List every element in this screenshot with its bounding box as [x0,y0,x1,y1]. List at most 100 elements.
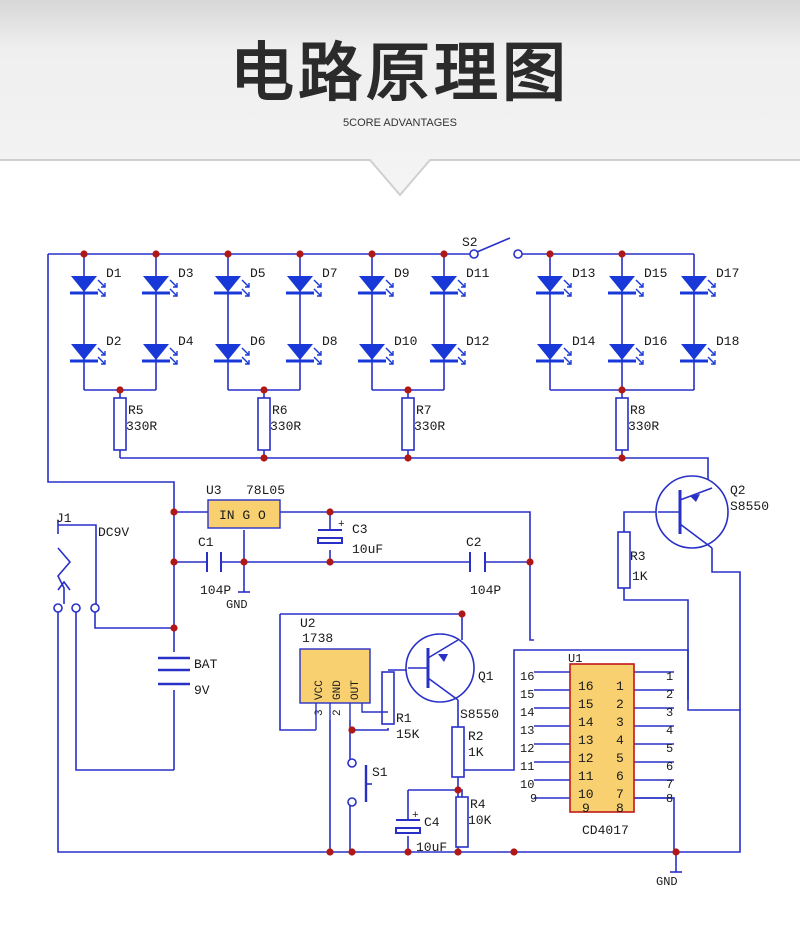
led-d1 [68,274,107,298]
label-j1: J1 [56,511,72,526]
label-r3: R3 [630,549,646,564]
led-labels: D1 D2 D3 D4 D5 D6 D7 D8 D9 D10 D11 D12 D… [106,266,739,349]
label-9v: 9V [194,683,210,698]
part-q1: S8550 [460,707,499,722]
gnd-labels: GND GND [226,598,678,889]
svg-text:16: 16 [578,679,594,694]
label-78l05: 78L05 [246,483,285,498]
led-d14 [534,342,573,366]
value-c2: 104P [470,583,501,598]
label-r4: R4 [470,797,486,812]
svg-text:16: 16 [520,670,534,684]
led-d15 [606,274,645,298]
resistor-r4 [455,796,469,848]
label-c3: C3 [352,522,368,537]
svg-text:6: 6 [616,769,624,784]
svg-text:3: 3 [616,715,624,730]
label-u3: U3 [206,483,222,498]
svg-text:3: 3 [666,706,673,720]
junction-nodes [80,250,680,856]
svg-text:5: 5 [666,742,673,756]
value-r5: 330R [126,419,157,434]
label-c1: C1 [198,535,214,550]
label-d12: D12 [466,334,489,349]
value-r1: 15K [396,727,420,742]
led-d12 [428,342,467,366]
ir-sensor-u2: U2 1738 VCC GND OUT 3 2 [299,616,388,730]
led-row-lower [68,342,717,366]
label-r8: R8 [630,403,646,418]
label-s1: S1 [372,765,388,780]
svg-text:7: 7 [666,778,673,792]
svg-text:11: 11 [520,760,534,774]
dc-jack-j1: J1 DC9V [53,511,129,613]
label-d14: D14 [572,334,596,349]
label-r5: R5 [128,403,144,418]
resistor-r3 [617,531,631,589]
svg-text:6: 6 [666,760,673,774]
led-d3 [140,274,179,298]
led-d9 [356,274,395,298]
leg-2: 2 [332,709,344,716]
svg-text:1: 1 [616,679,624,694]
transistor-q2: Q2 S8550 [655,475,769,549]
label-r2: R2 [468,729,484,744]
label-dc9v: DC9V [98,525,129,540]
led-d13 [534,274,573,298]
resistor-bodies [113,397,631,848]
resistor-r1 [381,671,395,725]
pin-out: OUT [350,680,362,700]
svg-text:9: 9 [530,792,537,806]
label-d18: D18 [716,334,739,349]
label-d13: D13 [572,266,595,281]
svg-text:4: 4 [666,724,673,738]
label-u1: U1 [568,652,582,666]
svg-text:9: 9 [582,801,590,816]
label-d8: D8 [322,334,338,349]
resistor-r7 [401,397,415,451]
page-subtitle: 5CORE ADVANTAGES [343,117,457,129]
value-c1: 104P [200,583,231,598]
led-d10 [356,342,395,366]
value-c4: 10uF [416,840,447,855]
resistor-r8 [615,397,629,451]
svg-text:11: 11 [578,769,594,784]
svg-text:10: 10 [520,778,534,792]
switch-s2: S2 [462,235,523,259]
led-d17 [678,274,717,298]
label-d7: D7 [322,266,338,281]
label-d11: D11 [466,266,490,281]
label-gnd-bottom: GND [656,875,678,889]
label-d2: D2 [106,334,122,349]
label-q1: Q1 [478,669,494,684]
led-d8 [284,342,323,366]
svg-text:13: 13 [520,724,534,738]
label-r6: R6 [272,403,288,418]
battery-bat: BAT 9V [158,656,218,698]
svg-text:7: 7 [616,787,624,802]
pin-gnd: GND [332,680,344,700]
value-r4: 10K [468,813,492,828]
led-row-upper [68,274,717,298]
value-r8: 330R [628,419,659,434]
resistor-r6 [257,397,271,451]
svg-text:15: 15 [578,697,594,712]
svg-text:12: 12 [520,742,534,756]
label-d5: D5 [250,266,266,281]
capacitor-labels: C1 104P C2 104P C3 10uF C4 10uF + + [198,519,501,855]
led-d11 [428,274,467,298]
switch-s1: S1 [347,758,388,807]
value-r7: 330R [414,419,445,434]
polarity-c3: + [338,519,345,531]
resistor-labels: R5 330R R6 330R R7 330R R8 330R R3 1K R1… [126,403,659,828]
label-d16: D16 [644,334,667,349]
pin-vcc: VCC [314,680,326,700]
page-title: 电路原理图 [230,37,570,111]
value-c3: 10uF [352,542,383,557]
label-r7: R7 [416,403,432,418]
polarity-c4: + [412,810,419,822]
svg-text:12: 12 [578,751,594,766]
label-s2: S2 [462,235,478,250]
circuit-schematic: D1 D2 D3 D4 D5 D6 D7 D8 D9 D10 D11 D12 D… [47,235,769,889]
label-q2: Q2 [730,483,746,498]
